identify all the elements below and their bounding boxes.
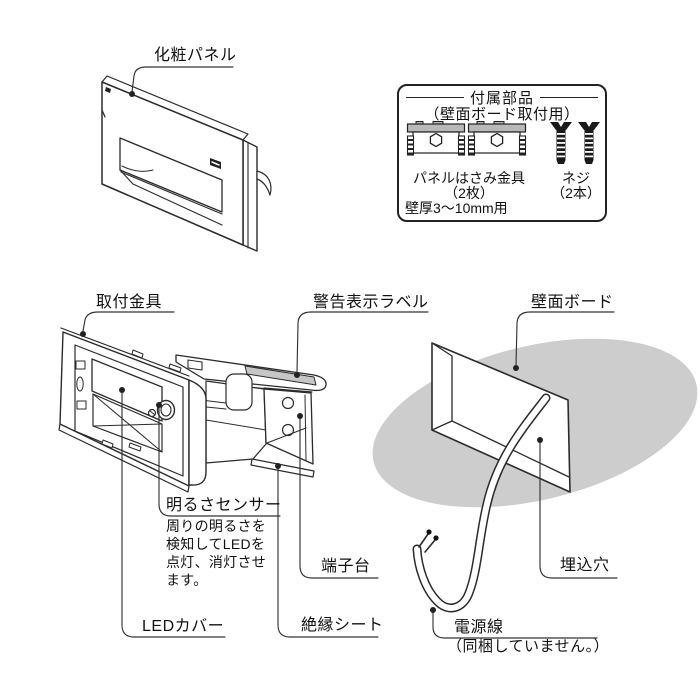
leader-power-cable bbox=[432, 612, 598, 639]
leader-dots bbox=[80, 91, 543, 613]
screw-quantity: （2本） bbox=[551, 185, 601, 201]
accessories-title-row: 付属部品 bbox=[399, 87, 605, 108]
label-warning-label: 警告表示ラベル bbox=[313, 294, 429, 311]
screw-icon bbox=[550, 122, 600, 164]
leader-terminal-block bbox=[299, 418, 379, 579]
leader-mounting-bracket bbox=[82, 311, 175, 332]
decorative-panel-drawing bbox=[101, 75, 272, 252]
clamp-label: パネルはさみ金具 bbox=[413, 170, 525, 186]
sensor-description-line: 点灯、消灯させ bbox=[166, 554, 267, 570]
label-embedded-hole: 埋込穴 bbox=[560, 557, 610, 574]
panel-clamp-icon bbox=[467, 121, 527, 156]
label-insulation-sheet: 絶縁シート bbox=[301, 617, 384, 634]
sensor-description-line: ます。 bbox=[166, 572, 208, 588]
leader-brightness-sensor bbox=[158, 407, 281, 517]
terminal-box bbox=[250, 387, 315, 478]
label-brightness-sensor: 明るさセンサー bbox=[166, 497, 282, 514]
mounting-frame bbox=[58, 327, 207, 493]
label-led-cover: LEDカバー bbox=[142, 618, 225, 635]
screw-label: ネジ bbox=[562, 170, 590, 186]
label-wall-board: 壁面ボード bbox=[531, 294, 614, 311]
label-power-cable-note: （同梱していません。） bbox=[447, 638, 610, 655]
label-terminal-block: 端子台 bbox=[321, 558, 371, 575]
accessories-title: 付属部品 bbox=[470, 90, 535, 107]
leader-led-cover bbox=[121, 392, 226, 638]
led-cover-panel bbox=[91, 358, 163, 422]
leader-insulation-sheet bbox=[277, 468, 379, 638]
accessories-box: 付属部品 （壁面ボード取付用） bbox=[397, 84, 607, 222]
insulation-sheet-flange bbox=[250, 458, 315, 478]
label-mounting-bracket: 取付金具 bbox=[96, 294, 163, 311]
panel-clamp-icon bbox=[406, 121, 466, 156]
wall-board-drawing bbox=[372, 338, 698, 613]
title-rule-right bbox=[540, 97, 599, 98]
brightness-sensor-description: 周りの明るさを 検知してLEDを 点灯、消灯させ ます。 bbox=[166, 517, 266, 589]
leader-warning-label bbox=[296, 311, 429, 373]
label-power-cable: 電源線 bbox=[454, 619, 504, 636]
accessories-subtitle: （壁面ボード取付用） bbox=[424, 106, 580, 123]
device-assembly-drawing bbox=[58, 327, 327, 493]
power-cable-drawing bbox=[412, 393, 551, 613]
title-rule-left bbox=[406, 97, 464, 98]
wall-thickness-note: 壁厚3〜10mm用 bbox=[405, 200, 508, 216]
leader-decorative-panel bbox=[131, 66, 234, 93]
leader-embedded-hole bbox=[539, 442, 618, 579]
clamp-quantity: （2枚） bbox=[444, 185, 494, 201]
sensor-description-line: 周りの明るさを bbox=[166, 518, 267, 534]
embedded-hole-opening bbox=[431, 342, 571, 493]
label-decorative-panel: 化粧パネル bbox=[154, 47, 237, 64]
sensor-description-line: 検知してLEDを bbox=[166, 536, 266, 552]
leader-lines bbox=[82, 66, 618, 639]
leader-wall-board bbox=[515, 311, 615, 366]
warning-label-strip bbox=[244, 365, 317, 386]
